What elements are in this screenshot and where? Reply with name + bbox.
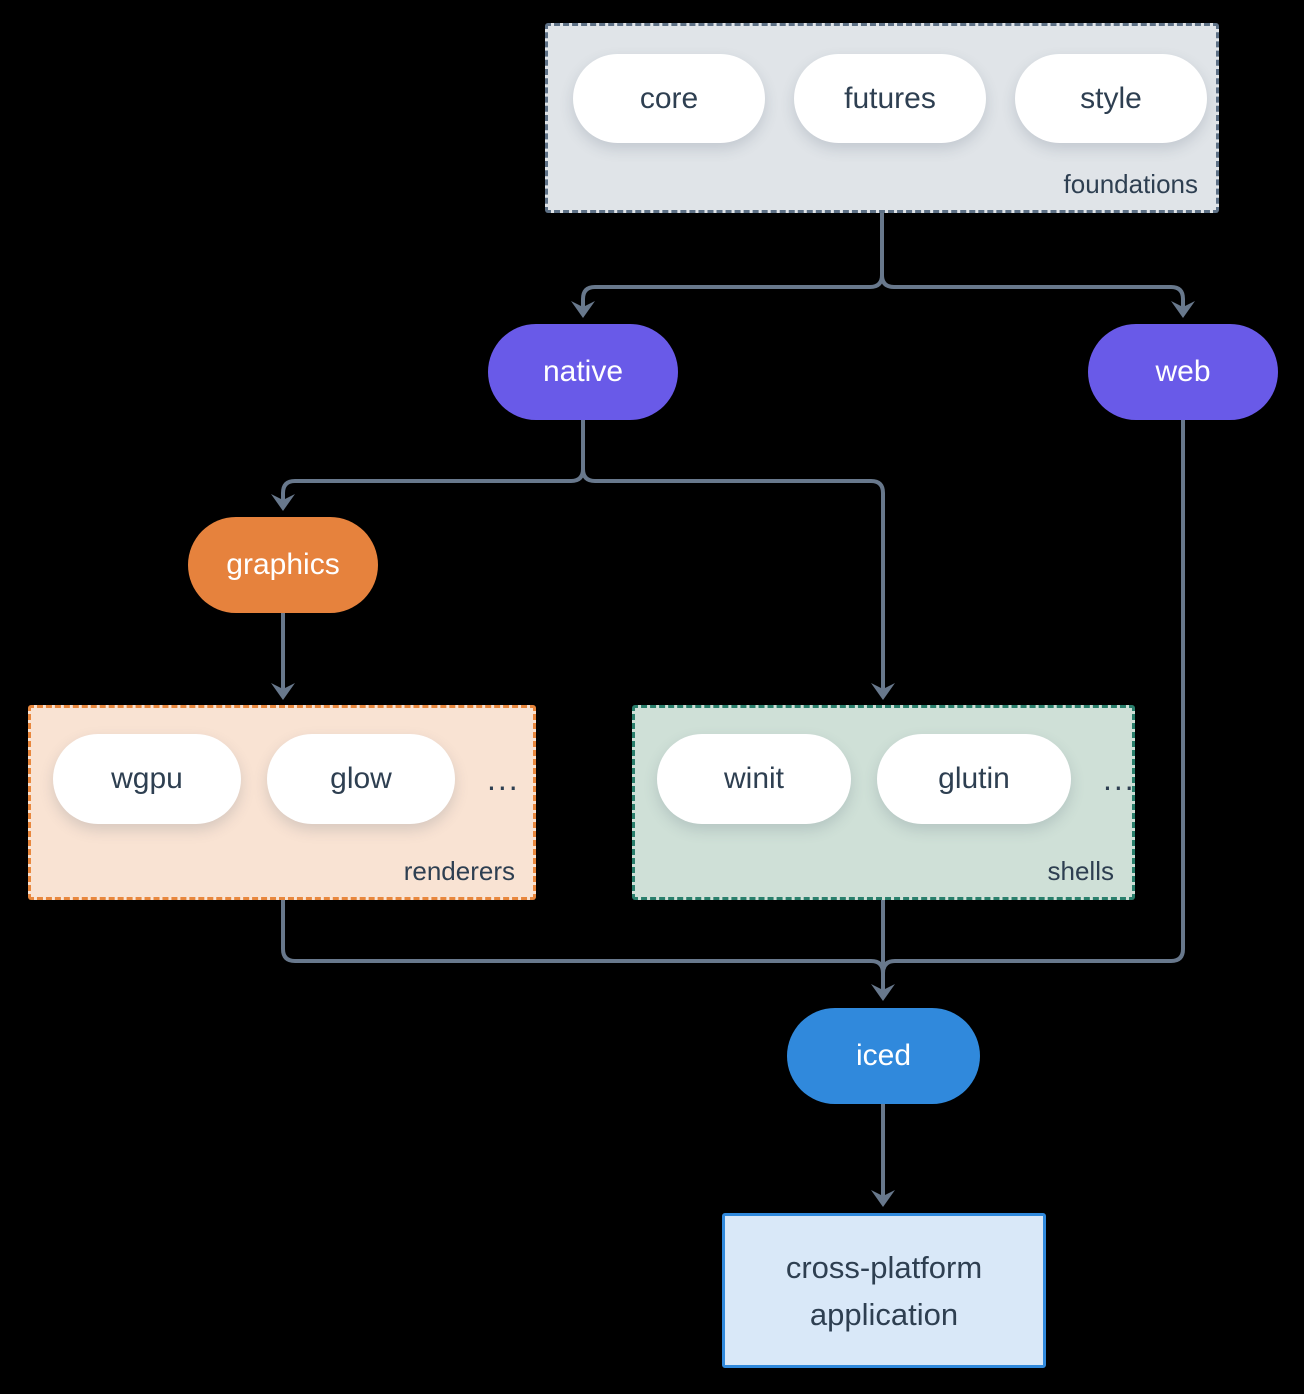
- edge-foundations-to-native: [581, 213, 884, 307]
- renderers-pill-row: wgpu glow ...: [53, 734, 520, 824]
- renderers-label: renderers: [403, 856, 515, 886]
- renderers-group: wgpu glow ... renderers: [28, 705, 536, 900]
- arrowhead-web: [1171, 301, 1195, 318]
- shells-pill-row: winit glutin ...: [657, 734, 1136, 824]
- node-style: style: [1015, 54, 1207, 143]
- shells-group: winit glutin ... shells: [632, 705, 1135, 900]
- edge-native-to-graphics: [281, 420, 585, 500]
- arrowhead-renderers: [271, 683, 295, 700]
- node-core: core: [573, 54, 765, 143]
- arrowhead-iced: [871, 984, 895, 1001]
- arrowhead-graphics: [271, 494, 295, 511]
- foundations-group: core futures style foundations: [545, 23, 1219, 213]
- shells-ellipsis: ...: [1103, 760, 1136, 797]
- foundations-pill-row: core futures style: [573, 54, 1207, 143]
- node-futures: futures: [794, 54, 986, 143]
- node-cross-platform-application: cross-platform application: [722, 1213, 1046, 1368]
- edge-native-to-shells: [581, 468, 885, 689]
- app-box-text: cross-platform application: [785, 1249, 983, 1332]
- node-native: native: [488, 324, 678, 420]
- node-web: web: [1088, 324, 1278, 420]
- edge-renderers-to-iced: [281, 900, 885, 974]
- node-wgpu: wgpu: [53, 734, 241, 824]
- renderers-ellipsis: ...: [487, 760, 520, 797]
- arrowhead-shells: [871, 683, 895, 700]
- node-glutin: glutin: [877, 734, 1071, 824]
- shells-label: shells: [1047, 856, 1114, 886]
- arrowhead-native: [571, 301, 595, 318]
- node-glow: glow: [267, 734, 455, 824]
- foundations-label: foundations: [1063, 169, 1198, 199]
- node-winit: winit: [657, 734, 851, 824]
- node-iced: iced: [787, 1008, 980, 1104]
- node-graphics: graphics: [188, 517, 378, 613]
- edge-foundations-to-web: [880, 213, 1185, 307]
- arrowhead-app: [871, 1190, 895, 1207]
